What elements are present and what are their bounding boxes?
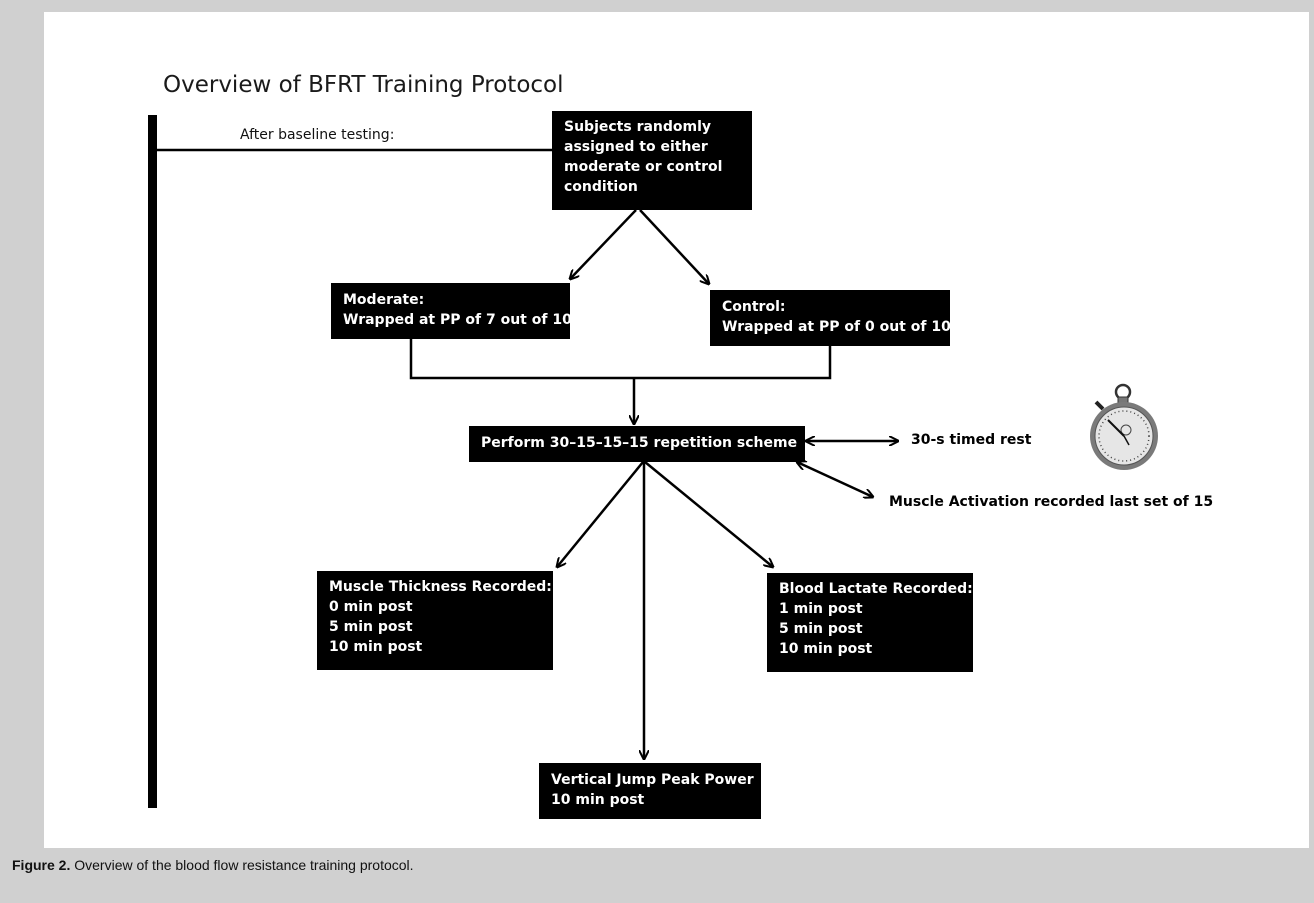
lactate-line: 5 min post	[779, 621, 863, 637]
randomize-line: moderate or control	[564, 159, 723, 175]
thickness-line: Muscle Thickness Recorded:	[329, 579, 552, 595]
jump-line: 10 min post	[551, 792, 645, 808]
control-line: Wrapped at PP of 0 out of 10	[722, 319, 951, 335]
caption-label: Figure 2.	[12, 857, 71, 873]
caption-text: Overview of the blood flow resistance tr…	[70, 857, 414, 873]
arrow-to-thickness	[557, 461, 644, 567]
thickness-line: 5 min post	[329, 619, 413, 635]
lactate-line: 10 min post	[779, 641, 873, 657]
arrow-activation	[797, 462, 873, 497]
control-box: Control: Wrapped at PP of 0 out of 10	[710, 290, 951, 346]
merge-connector	[409, 339, 832, 380]
jump-line: Vertical Jump Peak Power	[551, 772, 754, 788]
lactate-line: 1 min post	[779, 601, 863, 617]
jump-box: Vertical Jump Peak Power 10 min post	[539, 763, 761, 819]
perform-box: Perform 30–15–15–15 repetition scheme	[469, 426, 805, 462]
perform-line: Perform 30–15–15–15 repetition scheme	[481, 435, 798, 451]
moderate-box: Moderate: Wrapped at PP of 7 out of 10	[331, 283, 572, 339]
rest-label: 30-s timed rest	[911, 432, 1032, 448]
figure-caption: Figure 2. Overview of the blood flow res…	[12, 857, 414, 873]
activation-label: Muscle Activation recorded last set of 1…	[889, 494, 1214, 510]
arrow-to-lactate	[644, 461, 773, 567]
control-line: Control:	[722, 299, 786, 315]
randomize-box: Subjects randomly assigned to either mod…	[552, 111, 752, 210]
arrow-to-moderate	[570, 209, 637, 279]
thickness-line: 10 min post	[329, 639, 423, 655]
timeline-bar	[148, 115, 157, 808]
randomize-line: condition	[564, 179, 638, 195]
thickness-box: Muscle Thickness Recorded: 0 min post 5 …	[317, 571, 553, 670]
randomize-line: assigned to either	[564, 139, 708, 155]
diagram-title: Overview of BFRT Training Protocol	[163, 72, 564, 98]
baseline-note: After baseline testing:	[240, 127, 395, 143]
arrow-to-control	[639, 209, 709, 284]
moderate-line: Wrapped at PP of 7 out of 10	[343, 312, 572, 328]
randomize-line: Subjects randomly	[564, 119, 712, 135]
lactate-box: Blood Lactate Recorded: 1 min post 5 min…	[767, 573, 973, 672]
thickness-line: 0 min post	[329, 599, 413, 615]
moderate-line: Moderate:	[343, 292, 425, 308]
stopwatch-icon	[1090, 383, 1158, 470]
lactate-line: Blood Lactate Recorded:	[779, 581, 973, 597]
